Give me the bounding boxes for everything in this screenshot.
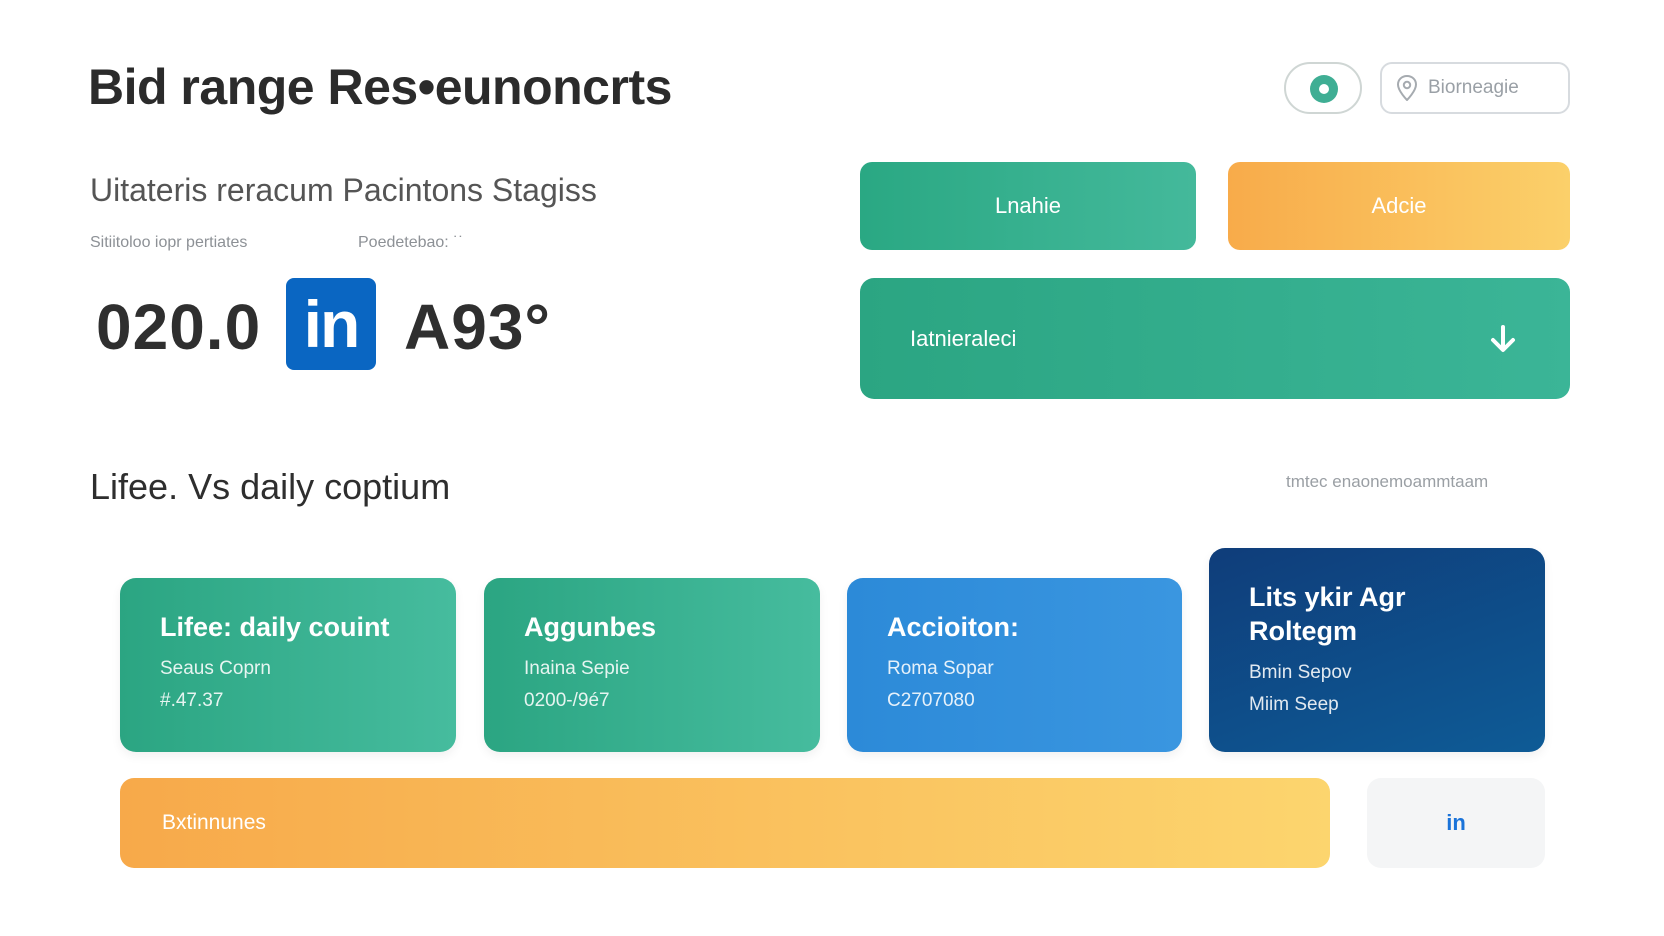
- card-subtitle: Roma Sopar: [887, 658, 994, 679]
- stat-label-left: Sitiitoloo iopr pertiates: [90, 234, 248, 251]
- card-title: Lits ykir Agr Roltegm: [1249, 582, 1406, 646]
- section-note: tmtec enaonemoammtaam: [1286, 472, 1489, 491]
- card-value: #.47.37: [160, 690, 224, 711]
- card-value: C2707080: [887, 690, 975, 711]
- status-dot-icon: [1310, 75, 1338, 103]
- metric-card[interactable]: Aggunbes Inaina Sepie 0200-/9é7: [484, 578, 820, 752]
- stat-value-right: A93°: [404, 291, 551, 363]
- location-pin-icon: [1396, 75, 1418, 101]
- metric-card[interactable]: Lits ykir Agr Roltegm Bmin Sepov Miim Se…: [1209, 548, 1545, 752]
- card-title: Accioiton:: [887, 612, 1019, 642]
- section-title: Lifee. Vs daily coptium: [90, 466, 451, 507]
- linkedin-logo-icon[interactable]: in: [286, 278, 376, 370]
- card-value: Miim Seep: [1249, 694, 1339, 715]
- bottom-bar-label: Bxtinnunes: [162, 811, 266, 834]
- card-subtitle: Inaina Sepie: [524, 658, 630, 679]
- card-subtitle: Bmin Sepov: [1249, 662, 1352, 683]
- orange-action-button[interactable]: Adcie: [1228, 162, 1570, 250]
- card-subtitle: Seaus Coprn: [160, 658, 271, 679]
- linkedin-mini-button[interactable]: in: [1367, 778, 1545, 868]
- action-dropdown[interactable]: Iatnieraleci: [860, 278, 1570, 399]
- metric-card[interactable]: Lifee: daily couint Seaus Coprn #.47.37: [120, 578, 456, 752]
- dropdown-label: Iatnieraleci: [910, 325, 1017, 351]
- search-placeholder: Biorneagie: [1428, 77, 1519, 98]
- location-search-input[interactable]: Biorneagie: [1380, 62, 1570, 114]
- stats-subtitle: Uitateris reracum Pacintons Stagiss: [90, 172, 597, 208]
- page-title: Bid range Res•eunoncrts: [88, 59, 672, 115]
- status-toggle-button[interactable]: [1284, 62, 1362, 114]
- green-action-button[interactable]: Lnahie: [860, 162, 1196, 250]
- card-title: Aggunbes: [524, 612, 656, 642]
- stat-value-left: 020.0: [96, 291, 262, 363]
- linkedin-icon: in: [1446, 810, 1466, 835]
- card-title: Lifee: daily couint: [160, 612, 390, 642]
- stat-label-right: Poedetebao: ˙˙: [358, 234, 464, 251]
- card-value: 0200-/9é7: [524, 690, 610, 711]
- arrow-down-icon: [1491, 324, 1515, 352]
- metric-card[interactable]: Accioiton: Roma Sopar C2707080: [847, 578, 1182, 752]
- bottom-progress-bar[interactable]: Bxtinnunes: [120, 778, 1330, 868]
